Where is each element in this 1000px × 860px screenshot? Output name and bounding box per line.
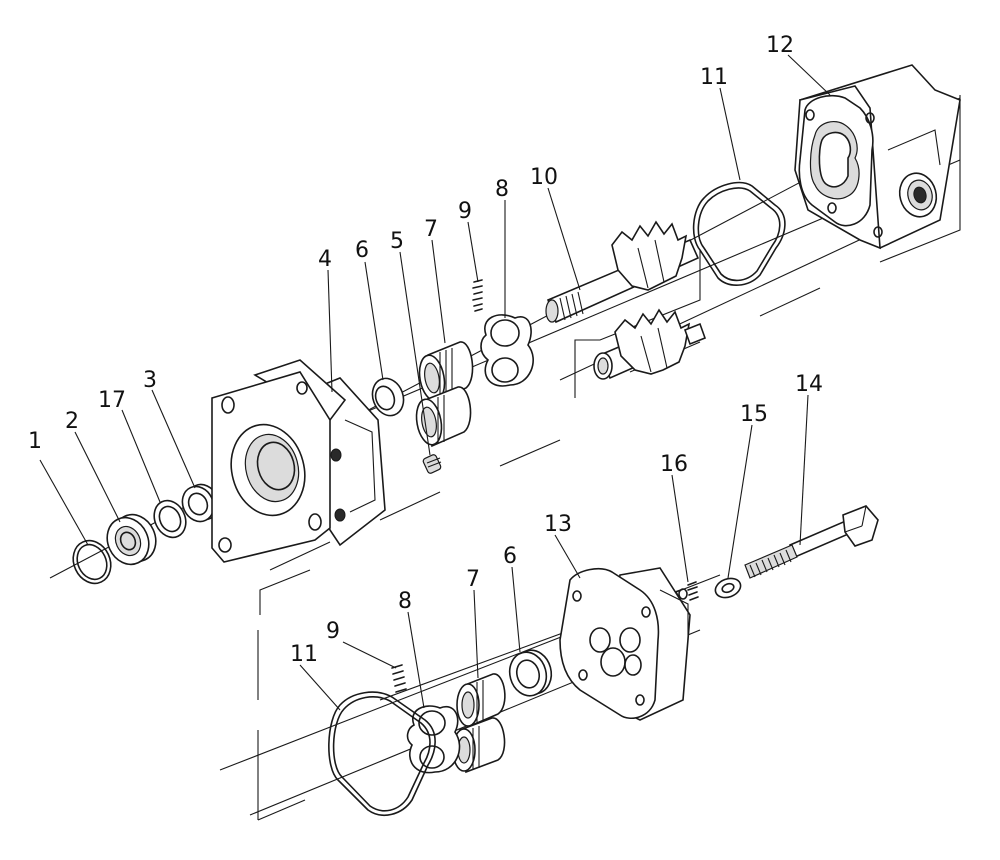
group-bracket-lines xyxy=(257,95,961,821)
leader-lines xyxy=(39,54,831,711)
part-8-upper-bushing-plate xyxy=(480,314,534,387)
part-7-lower-needle-bearings xyxy=(452,673,506,774)
callout-3: 3 xyxy=(143,368,157,393)
callout-17: 17 xyxy=(98,388,126,413)
part-1-snap-ring xyxy=(72,539,112,585)
callout-8-upper: 8 xyxy=(495,177,509,202)
part-3-seal xyxy=(181,483,220,523)
callout-8-lower: 8 xyxy=(398,589,412,614)
callout-5: 5 xyxy=(390,229,404,254)
callout-9-lower: 9 xyxy=(326,619,340,644)
part-6-upper-ring xyxy=(371,377,405,417)
callout-11-lower: 11 xyxy=(290,642,318,667)
part-14-bolt xyxy=(744,505,879,579)
callout-13: 13 xyxy=(544,512,572,537)
part-5-plug-screw xyxy=(422,454,442,474)
callout-15: 15 xyxy=(740,402,768,427)
callout-6-upper: 6 xyxy=(355,238,369,263)
part-15-washer xyxy=(714,577,742,599)
part-10-drive-gear-shaft xyxy=(545,220,707,380)
callout-10: 10 xyxy=(530,165,558,190)
callout-labels: 1 2 17 3 4 6 5 7 9 8 10 11 12 14 15 16 1… xyxy=(28,33,823,667)
part-9-lower-spring xyxy=(391,664,407,693)
callout-6-lower: 6 xyxy=(503,544,517,569)
callout-1: 1 xyxy=(28,429,42,454)
callout-9-upper: 9 xyxy=(458,199,472,224)
part-4-front-housing xyxy=(211,359,386,563)
callout-7-lower: 7 xyxy=(466,567,480,592)
part-11-lower-gasket xyxy=(328,691,436,816)
part-2-bearing xyxy=(106,513,157,566)
callout-2: 2 xyxy=(65,409,79,434)
callout-11-upper: 11 xyxy=(700,65,728,90)
callout-7-upper: 7 xyxy=(424,217,438,242)
part-8-lower-bushing-plate xyxy=(406,705,461,774)
callout-12: 12 xyxy=(766,33,794,58)
part-12-rear-housing xyxy=(794,64,961,250)
part-17-seal xyxy=(153,499,187,539)
callout-16: 16 xyxy=(660,452,688,477)
part-6-lower-ring xyxy=(508,649,553,697)
part-13-end-cover xyxy=(559,567,691,721)
callout-4: 4 xyxy=(318,247,332,272)
callout-14: 14 xyxy=(795,372,823,397)
part-9-upper-spring xyxy=(472,279,483,312)
part-7-upper-needle-bearings xyxy=(415,341,474,448)
part-11-upper-gasket xyxy=(692,181,786,286)
